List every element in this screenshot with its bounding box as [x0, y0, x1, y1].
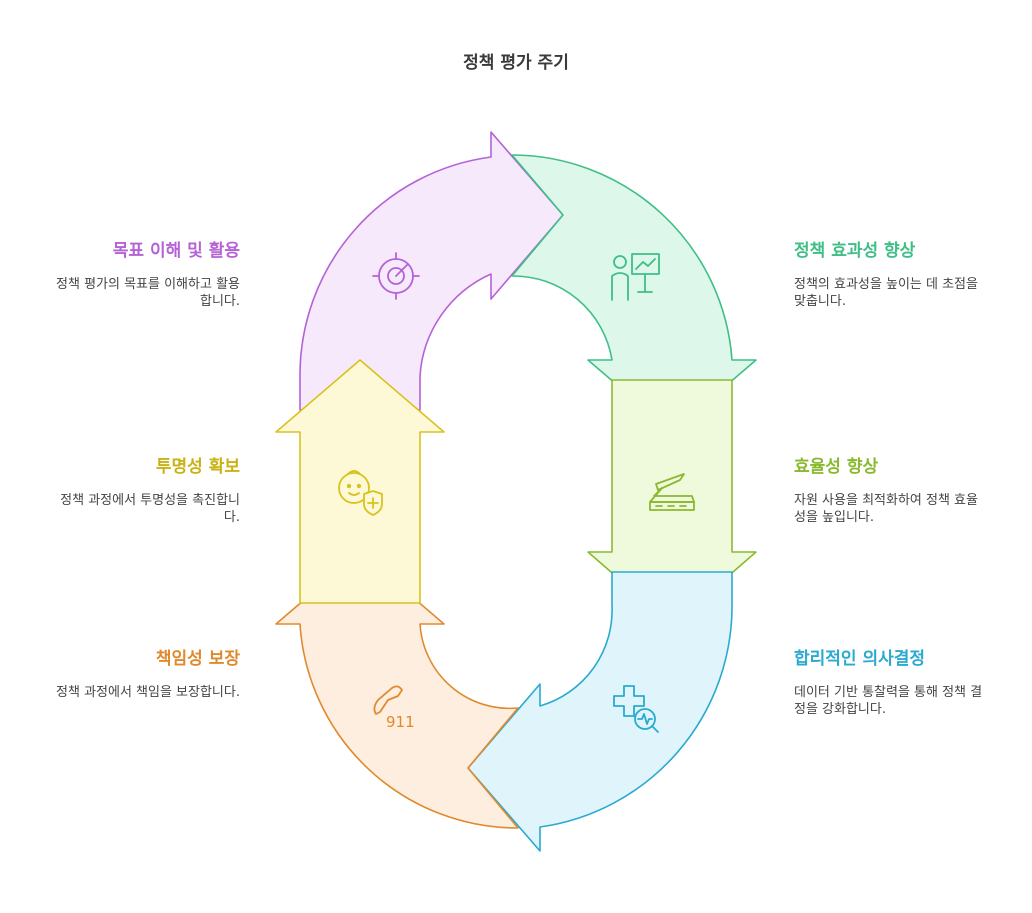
- step-effectiveness: 정책 효과성 향상 정책의 효과성을 높이는 데 초점을 맞춥니다.: [794, 240, 984, 310]
- step-description: 정책 과정에서 투명성을 촉진합니다.: [60, 493, 240, 525]
- segment-accountability: [275, 551, 519, 829]
- step-decision-making: 합리적인 의사결정 데이터 기반 통찰력을 통해 정책 결정을 강화합니다.: [794, 648, 984, 718]
- emergency-number: 911: [386, 713, 415, 731]
- diagram-title: 정책 평가 주기: [463, 53, 569, 73]
- step-title: 효율성 향상: [794, 457, 879, 477]
- step-understand-goals: 목표 이해 및 활용 정책 평가의 목표를 이해하고 활용합니다.: [50, 240, 240, 310]
- step-description: 정책 과정에서 책임을 보장합니다.: [56, 685, 240, 700]
- step-description: 정책의 효과성을 높이는 데 초점을 맞춥니다.: [794, 277, 978, 309]
- segment-decision-making: [467, 571, 733, 852]
- step-title: 투명성 확보: [155, 457, 240, 477]
- step-title: 목표 이해 및 활용: [112, 241, 240, 261]
- target-icon: [372, 252, 420, 300]
- emergency-phone-icon: 911: [373, 685, 415, 731]
- medical-analysis-icon: [613, 685, 659, 733]
- step-description: 데이터 기반 통찰력을 통해 정책 결정을 강화합니다.: [794, 685, 983, 717]
- step-title: 정책 효과성 향상: [794, 241, 916, 261]
- step-accountability: 책임성 보장 정책 과정에서 책임을 보장합니다.: [50, 648, 240, 701]
- presenter-chart-icon: [611, 253, 660, 301]
- step-title: 합리적인 의사결정: [794, 649, 926, 669]
- step-description: 정책 평가의 목표를 이해하고 활용합니다.: [56, 277, 240, 309]
- step-transparency: 투명성 확보 정책 과정에서 투명성을 촉진합니다.: [50, 456, 240, 526]
- segment-effectiveness: [511, 154, 757, 433]
- child-shield-icon: [338, 470, 383, 516]
- runway-plane-icon: [649, 473, 695, 511]
- step-efficiency: 효율성 향상 자원 사용을 최적화하여 정책 효율성을 높입니다.: [794, 456, 984, 526]
- step-title: 책임성 보장: [155, 649, 240, 669]
- segment-transparency: [275, 359, 445, 604]
- step-description: 자원 사용을 최적화하여 정책 효율성을 높입니다.: [794, 493, 978, 525]
- segment-understand-goals: [299, 131, 564, 411]
